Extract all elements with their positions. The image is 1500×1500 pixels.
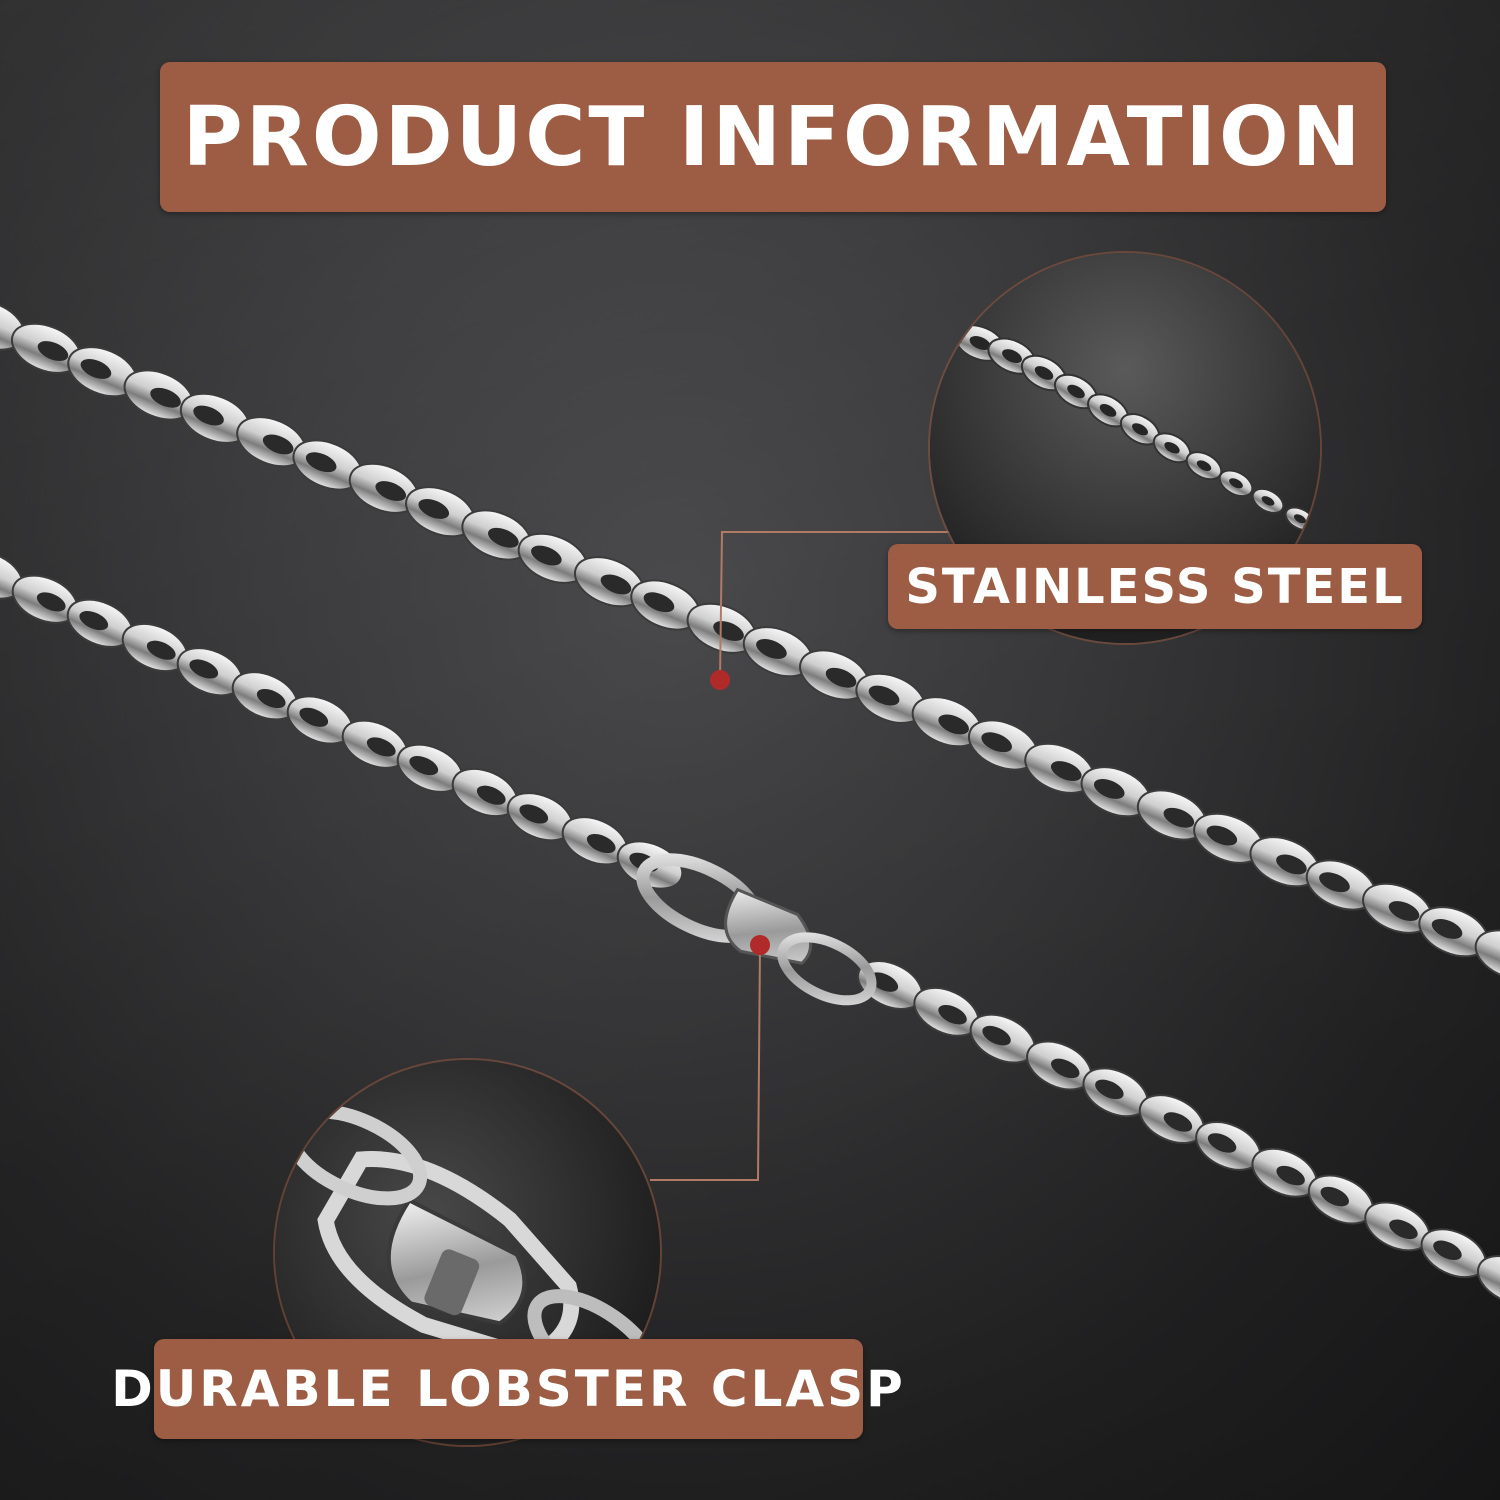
lower-chain-strand-right bbox=[856, 960, 1500, 1305]
chain-link bbox=[573, 556, 645, 608]
chain-link bbox=[1082, 1067, 1149, 1118]
chain-link bbox=[1418, 906, 1490, 958]
chain-link bbox=[1307, 1174, 1374, 1225]
chain-link bbox=[506, 792, 574, 842]
chain-link bbox=[66, 598, 134, 648]
closeup-chain-links bbox=[954, 324, 1316, 532]
closeup-link bbox=[1185, 451, 1223, 481]
chain-link bbox=[123, 369, 195, 421]
closeup-link bbox=[1152, 432, 1192, 464]
chain-link bbox=[1251, 1147, 1318, 1198]
chain-link bbox=[348, 462, 420, 514]
chain-link bbox=[1476, 1255, 1500, 1305]
closeup-link bbox=[1251, 487, 1285, 514]
closeup-link bbox=[1218, 469, 1254, 498]
chain-link bbox=[969, 1013, 1036, 1064]
chain-link bbox=[1024, 742, 1095, 794]
closeup-clasp bbox=[317, 1151, 580, 1366]
chain-link bbox=[517, 532, 589, 584]
lobster-clasp-label: DURABLE LOBSTER CLASP bbox=[111, 1339, 903, 1439]
chain-link bbox=[911, 696, 983, 748]
chain-link bbox=[121, 622, 189, 673]
page-title: PRODUCT INFORMATION bbox=[160, 62, 1386, 212]
chain-link bbox=[451, 767, 519, 818]
chain-link bbox=[967, 719, 1039, 771]
chain-link bbox=[1136, 789, 1208, 841]
chain-link bbox=[236, 416, 307, 468]
chain-link bbox=[461, 509, 533, 561]
chain-link bbox=[1420, 1228, 1487, 1279]
chain-link bbox=[286, 695, 354, 745]
chain-link bbox=[67, 346, 138, 398]
chain-link bbox=[11, 574, 79, 624]
chain-link bbox=[855, 672, 927, 724]
chain-link bbox=[1138, 1094, 1205, 1145]
lobster-clasp-graphic bbox=[636, 853, 877, 1006]
lower-chain-strand-left bbox=[0, 550, 684, 890]
chain-link bbox=[231, 671, 299, 721]
chain-link bbox=[1474, 929, 1500, 981]
closeup-link bbox=[1053, 373, 1099, 410]
chain-link bbox=[1362, 882, 1433, 934]
stainless-steel-label: STAINLESS STEEL bbox=[888, 544, 1422, 629]
chain-link bbox=[1364, 1201, 1431, 1252]
